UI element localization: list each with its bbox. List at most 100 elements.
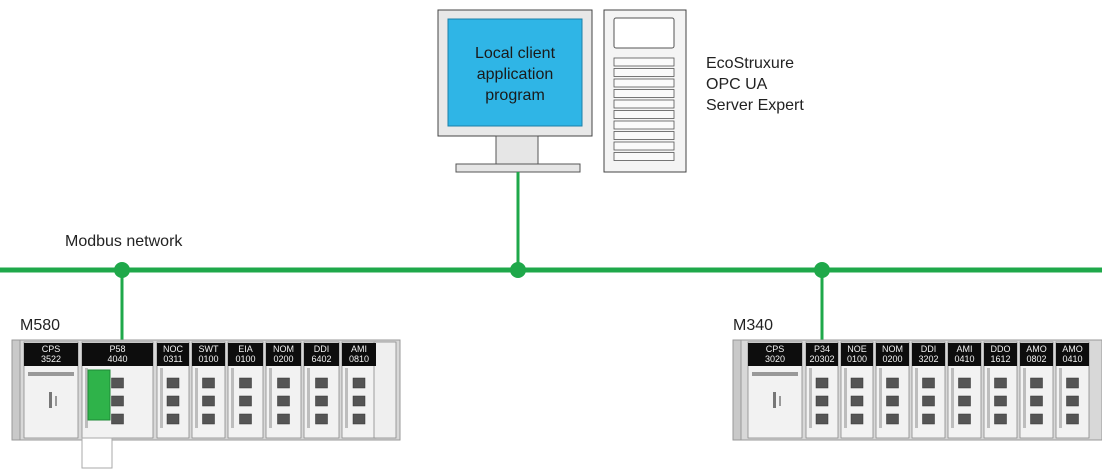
m340-module-type: P34: [813, 344, 830, 354]
server-tower: [603, 9, 687, 173]
m340-module-edge: [879, 368, 882, 428]
m340-power-terminal: [779, 396, 781, 406]
m340-port: [922, 413, 935, 425]
m580-module-number: 6402: [311, 354, 332, 364]
m340-module-number: 3202: [918, 354, 939, 364]
m340-port: [994, 395, 1007, 407]
m580-port: [202, 395, 215, 407]
m580-port: [111, 413, 124, 425]
tower-slot: [613, 78, 675, 88]
m580-module-number: 0311: [163, 354, 183, 364]
m340-module-type: NOE: [847, 344, 867, 354]
m580-port: [277, 377, 290, 389]
tower-drive: [613, 17, 675, 49]
modbus-network: [0, 172, 1102, 342]
m580-port: [239, 377, 252, 389]
server-network-node: [510, 262, 526, 278]
m340-port: [1030, 377, 1043, 389]
m340-module-type: AMI: [956, 344, 973, 354]
tower-slot: [613, 120, 675, 130]
m340-module-type: AMO: [1062, 344, 1083, 354]
m580-port: [239, 413, 252, 425]
monitor-stand: [495, 135, 539, 165]
monitor-base: [455, 163, 581, 173]
m340-module-edge: [987, 368, 990, 428]
tower-slot: [613, 131, 675, 140]
m340-port: [886, 377, 899, 389]
m580-port: [315, 377, 328, 389]
m340-module-number: 0200: [882, 354, 903, 364]
m580-module-number: 0200: [273, 354, 294, 364]
m340-port: [994, 377, 1007, 389]
m340-label: M340: [733, 317, 774, 334]
m580-end-module: [373, 341, 397, 439]
m340-module-number: 0410: [954, 354, 975, 364]
m340-module-type: CPS: [765, 344, 785, 354]
m580-module-type: CPS: [41, 344, 61, 354]
m580-network-node: [114, 262, 130, 278]
m580-module-edge: [307, 368, 310, 428]
m580-module-number: 0100: [235, 354, 256, 364]
m340-port: [922, 395, 935, 407]
m580-module-type: SWT: [198, 344, 219, 354]
m580-label: M580: [20, 317, 61, 334]
tower-slot: [613, 57, 675, 67]
m340-module-number: 1612: [990, 354, 1011, 364]
m340-rail-left: [732, 339, 742, 441]
m580-module-edge: [345, 368, 348, 428]
m580-port: [277, 413, 290, 425]
m580-module-edge: [160, 368, 163, 428]
m580-port: [315, 413, 328, 425]
m340-module-edge: [809, 368, 812, 428]
tower-slot: [613, 89, 675, 98]
m340-module-number: 0410: [1062, 354, 1083, 364]
m340-port: [1030, 395, 1043, 407]
m340-port: [815, 377, 829, 389]
network-label: Modbus network: [65, 233, 183, 250]
client-computer: [437, 9, 593, 173]
m580-power-terminal: [55, 396, 57, 406]
m580-module-edge: [231, 368, 234, 428]
m340-module-type: AMO: [1026, 344, 1047, 354]
m580-module-edge: [269, 368, 272, 428]
m580-module-edge: [85, 368, 88, 428]
client-line-1: Local client: [474, 45, 556, 62]
server-line-3: Server Expert: [706, 97, 804, 114]
client-line-3: program: [485, 87, 545, 104]
m340-port: [886, 413, 899, 425]
m580-module-type: EIA: [238, 344, 253, 354]
tower-slot: [613, 141, 675, 151]
m580-port: [111, 377, 124, 389]
tower-slot: [613, 99, 675, 109]
m340-port: [958, 395, 971, 407]
m340-module-number: 3020: [764, 354, 786, 364]
m580-port: [315, 395, 328, 407]
m340-port: [1066, 395, 1079, 407]
m580-module-type: NOC: [163, 344, 183, 354]
tower-slot: [613, 110, 675, 119]
m580-port: [166, 377, 180, 389]
m580-port: [202, 377, 215, 389]
tower-slots: [613, 57, 675, 161]
m580-port: [352, 377, 366, 389]
m340-port: [994, 413, 1007, 425]
m340-port: [815, 413, 829, 425]
m340-module-edge: [1059, 368, 1062, 428]
m580-port: [352, 395, 366, 407]
